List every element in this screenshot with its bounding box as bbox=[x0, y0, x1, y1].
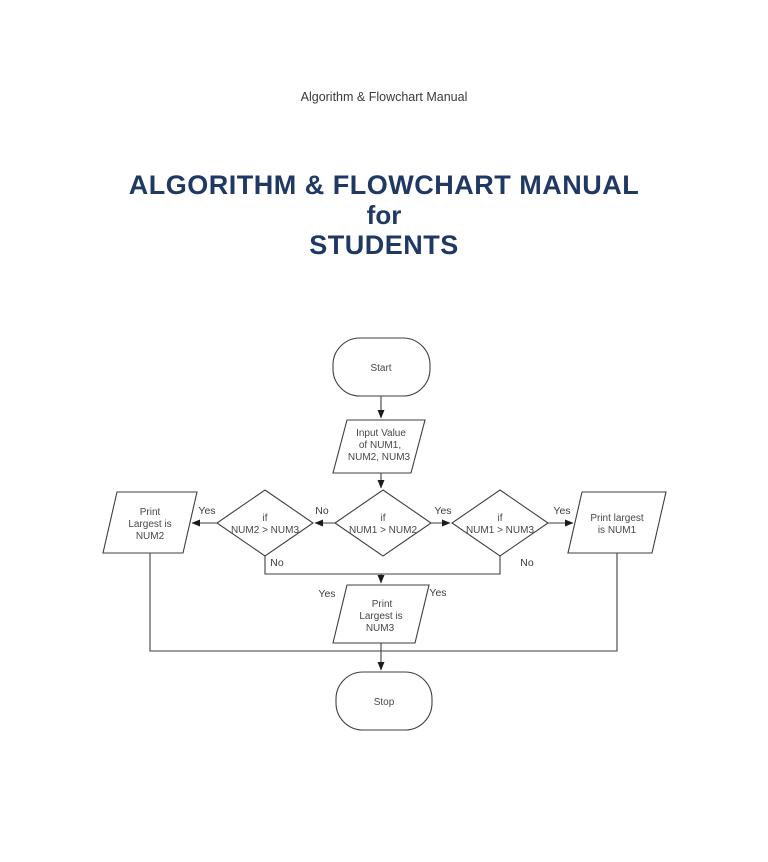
label-yes-num3-left: Yes bbox=[318, 588, 335, 600]
decision-left-diamond bbox=[216, 489, 314, 557]
decision-center-diamond bbox=[334, 489, 432, 557]
print-num2-line3: NUM2 bbox=[136, 531, 165, 542]
page-title: ALGORITHM & FLOWCHART MANUAL for STUDENT… bbox=[0, 170, 768, 260]
label-no-right-down: No bbox=[520, 557, 534, 569]
start-label: Start bbox=[370, 363, 391, 374]
print-num2-line2: Largest is bbox=[128, 519, 171, 530]
print-num1-line2: is NUM1 bbox=[598, 525, 637, 536]
print-num1-line1: Print largest bbox=[590, 513, 644, 524]
print-num1-parallelogram bbox=[567, 491, 667, 554]
print-num2-parallelogram bbox=[102, 491, 198, 554]
print-num3-parallelogram bbox=[332, 584, 430, 644]
decision-left-line2: NUM2 > NUM3 bbox=[231, 525, 300, 536]
print-num3-line3: NUM3 bbox=[366, 623, 395, 634]
input-label-line1: Input Value bbox=[356, 428, 406, 439]
running-header: Algorithm & Flowchart Manual bbox=[300, 90, 468, 104]
edge-bottom-collector bbox=[149, 553, 618, 652]
edge-no-collector bbox=[264, 556, 501, 575]
decision-center-line2: NUM1 > NUM2 bbox=[349, 525, 418, 536]
decision-right-line2: NUM1 > NUM3 bbox=[466, 525, 535, 536]
print-num3-line1: Print bbox=[372, 599, 393, 610]
label-yes-to-num2: Yes bbox=[198, 505, 215, 517]
decision-right-line1: if bbox=[498, 513, 503, 524]
print-num2-line1: Print bbox=[140, 507, 161, 518]
label-no-center-to-left: No bbox=[315, 505, 329, 517]
input-label-line3: NUM2, NUM3 bbox=[348, 452, 411, 463]
stop-label: Stop bbox=[374, 697, 395, 708]
label-yes-to-num1: Yes bbox=[553, 505, 570, 517]
input-parallelogram bbox=[332, 419, 426, 474]
page-title-line2: for bbox=[366, 200, 402, 230]
page-title-line1: ALGORITHM & FLOWCHART MANUAL bbox=[128, 170, 640, 200]
input-label-line2: of NUM1, bbox=[359, 440, 401, 451]
label-yes-center-to-right: Yes bbox=[434, 505, 451, 517]
label-no-left-down: No bbox=[270, 557, 284, 569]
stop-terminator bbox=[335, 671, 433, 731]
label-yes-num3-right: Yes bbox=[429, 587, 446, 599]
decision-left-line1: if bbox=[263, 513, 268, 524]
decision-right-diamond bbox=[451, 489, 549, 557]
page-title-line3: STUDENTS bbox=[309, 230, 459, 260]
start-terminator bbox=[332, 337, 431, 397]
print-num3-line2: Largest is bbox=[359, 611, 402, 622]
decision-center-line1: if bbox=[381, 513, 386, 524]
